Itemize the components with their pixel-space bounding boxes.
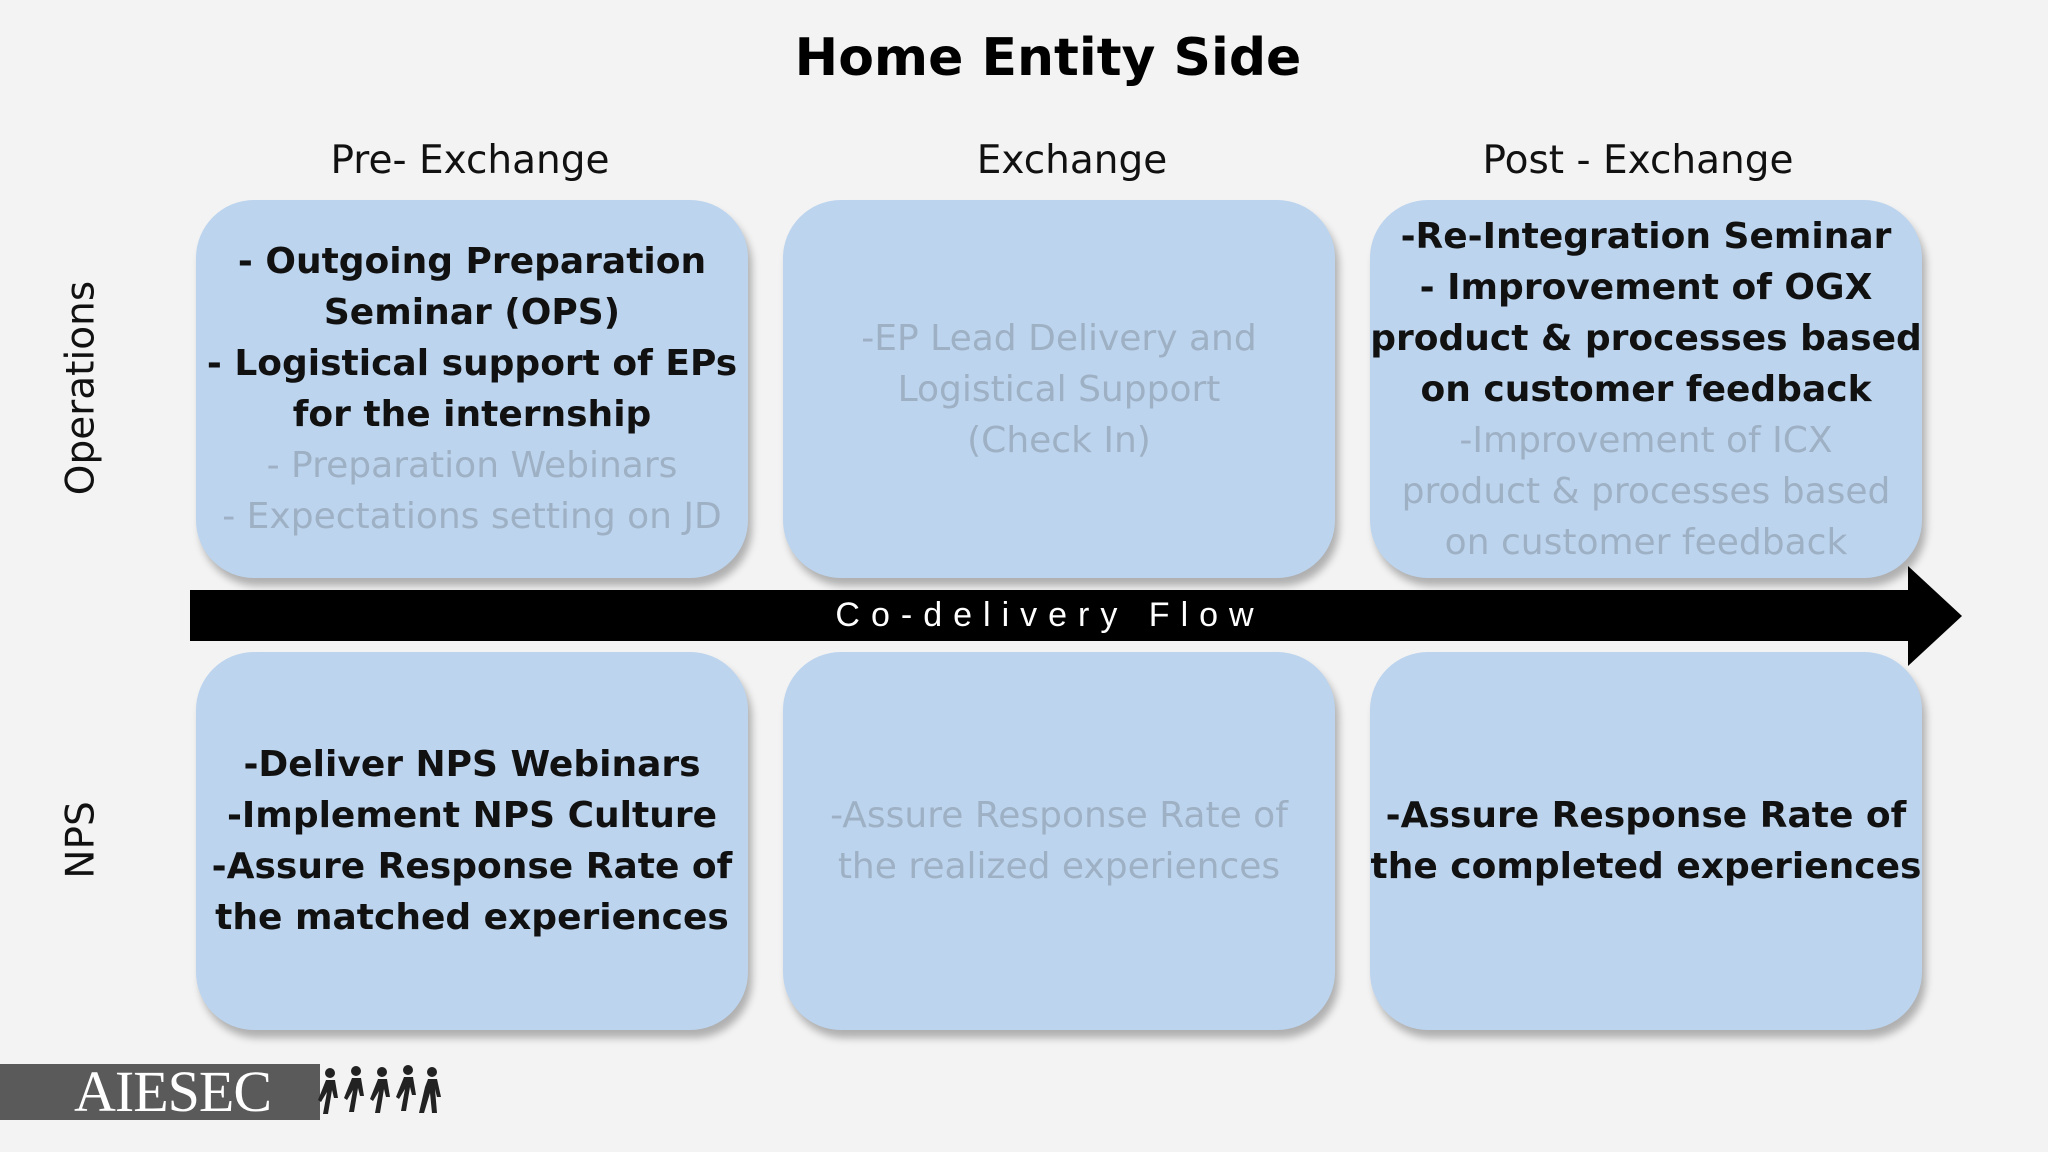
walking-people-icon: [318, 1065, 441, 1114]
arrow-head-icon: [1908, 566, 1962, 666]
cell-text-line: -Re-Integration Seminar: [1400, 215, 1892, 257]
row-label-operations: Operations: [58, 280, 104, 496]
column-header-pre-exchange: Pre- Exchange: [330, 138, 610, 183]
cell-text-line: on customer feedback: [1420, 368, 1872, 410]
cell-text-line: on customer feedback: [1444, 521, 1848, 563]
cell-text-line: -Assure Response Rate of: [830, 795, 1288, 836]
cell-text-line: -Deliver NPS Webinars: [243, 744, 701, 785]
cell-text-line: - Preparation Webinars: [266, 445, 678, 486]
logo-banner: [0, 1064, 320, 1120]
cell-text-line: Seminar (OPS): [323, 292, 621, 333]
cell-text-line: (Check In): [967, 419, 1151, 461]
cell-text-line: -Implement NPS Culture: [226, 795, 718, 836]
cell-text-line: - Improvement of OGX: [1419, 266, 1873, 308]
cell-text-line: product & processes based: [1370, 317, 1922, 359]
cell-nps-post-exchange: -Assure Response Rate of the completed ex…: [1370, 652, 1922, 1030]
logo-wordmark: AIESEC: [74, 1059, 272, 1124]
row-label-nps: NPS: [58, 801, 104, 879]
co-delivery-flow-arrow: [190, 590, 1910, 641]
cell-text-line: - Logistical support of EPs: [206, 343, 738, 384]
cell-text-line: - Expectations setting on JD: [222, 496, 722, 537]
column-header-exchange: Exchange: [976, 138, 1168, 183]
cell-text-line: the matched experiences: [215, 897, 729, 938]
cell-nps-pre-exchange: -Deliver NPS Webinars -Implement NPS Cult…: [196, 652, 748, 1030]
cell-text-line: -Assure Response Rate of: [1385, 795, 1907, 836]
aiesec-logo: AIESEC: [0, 1059, 450, 1124]
co-delivery-flow-label: Co-delivery Flow: [835, 596, 1265, 634]
cell-operations-post-exchange: -Re-Integration Seminar - Improvement of …: [1370, 200, 1922, 578]
slide-title: Home Entity Side: [794, 28, 1302, 88]
cell-text-line: the completed experiences: [1370, 846, 1922, 887]
cell-text-line: the realized experiences: [837, 846, 1281, 887]
cell-nps-exchange: -Assure Response Rate of the realized exp…: [783, 652, 1335, 1030]
cell-text-line: -Assure Response Rate of: [211, 846, 733, 887]
cell-text-line: -Improvement of ICX: [1459, 419, 1833, 461]
cell-text-line: -EP Lead Delivery and: [861, 317, 1257, 359]
cell-text-line: - Outgoing Preparation: [237, 241, 707, 282]
column-header-post-exchange: Post - Exchange: [1482, 138, 1794, 183]
cell-text-line: product & processes based: [1401, 470, 1891, 512]
cell-text-line: Logistical Support: [897, 368, 1221, 410]
cell-text-line: for the internship: [292, 394, 652, 435]
